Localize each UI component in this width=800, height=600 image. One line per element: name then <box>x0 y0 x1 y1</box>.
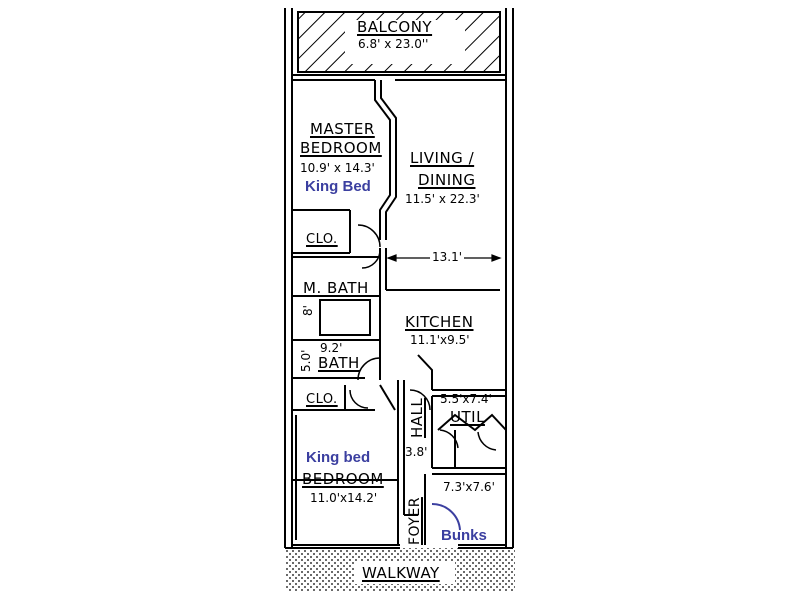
living-dining-label-line2: DINING <box>418 171 476 189</box>
balcony-area <box>297 11 501 73</box>
master-bedroom-label-line2: BEDROOM <box>300 139 382 157</box>
lower-closet-label: CLO. <box>306 392 338 407</box>
outer-walls <box>284 8 514 549</box>
upper-closet-label: CLO. <box>306 232 338 247</box>
walkway-area <box>285 548 515 592</box>
foyer-label: FOYER <box>407 497 423 545</box>
utility-dimensions: 5.5'x7.4' <box>440 392 492 406</box>
hall-label: HALL <box>408 397 426 438</box>
balcony-dimensions: 6.8' x 23.0'' <box>358 37 429 51</box>
kitchen-dimensions: 11.1'x9.5' <box>410 333 470 347</box>
living-dining-label-line1: LIVING / <box>410 149 475 167</box>
bath-width-dimension: 9.2' <box>320 341 343 355</box>
master-bath-label: M. BATH <box>303 279 369 297</box>
walkway-label: WALKWAY <box>362 564 440 582</box>
master-bedroom-dimensions: 10.9' x 14.3' <box>300 161 375 175</box>
kitchen-label: KITCHEN <box>405 313 474 331</box>
balcony-label: BALCONY <box>357 18 433 36</box>
width-dimension-label: 13.1' <box>430 250 465 264</box>
entry-door-swing <box>431 502 461 531</box>
hall-dimension: 3.8' <box>405 445 428 459</box>
interior-walls <box>292 80 507 545</box>
bath-label: BATH <box>318 354 360 372</box>
master-bath-dimension: 8' <box>301 305 315 316</box>
bedroom-dimensions: 11.0'x14.2' <box>310 491 378 505</box>
bedroom-label: BEDROOM <box>302 470 384 488</box>
living-dining-dimensions: 11.5' x 22.3' <box>405 192 480 206</box>
bedroom-note: King bed <box>306 449 371 466</box>
bath-height-dimension: 5.0' <box>299 349 313 372</box>
master-bedroom-label-line1: MASTER <box>310 120 375 138</box>
master-bedroom-note: King Bed <box>305 178 371 195</box>
utility-label: UTIL <box>450 408 485 426</box>
small-room-dimensions: 7.3'x7.6' <box>443 480 495 494</box>
small-room-note: Bunks <box>441 527 487 544</box>
door-swings <box>349 224 497 451</box>
